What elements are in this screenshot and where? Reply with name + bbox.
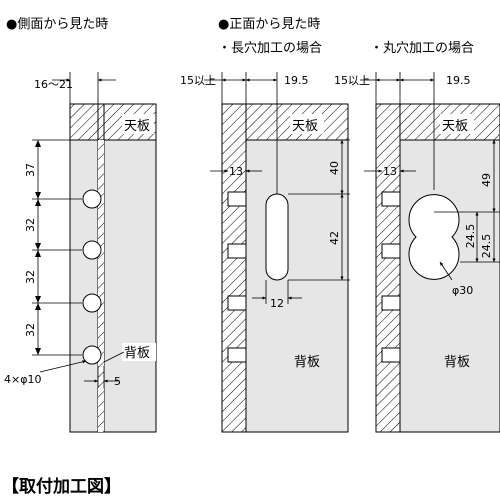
round-dim-49: 49 — [480, 173, 493, 187]
side-dim-top: 16〜21 — [34, 78, 73, 91]
side-dim-37: 37 — [24, 163, 37, 177]
round-dim-right: 19.5 — [446, 74, 471, 87]
long-wall-holes — [227, 191, 247, 363]
round-dim-phi: φ30 — [452, 284, 473, 297]
round-back-board-label: 背板 — [444, 355, 470, 370]
long-slot — [265, 193, 289, 281]
long-dim-12: 12 — [270, 297, 284, 310]
figure-title: 【取付加工図】 — [2, 476, 121, 497]
round-top-board-label: 天板 — [442, 119, 468, 134]
side-dim-32-c: 32 — [24, 323, 37, 337]
side-hole-spec: 4×φ10 — [4, 373, 41, 386]
side-dim-32-b: 32 — [24, 270, 37, 284]
round-dim-13: 13 — [383, 165, 397, 178]
round-dim-left: 15以上 — [334, 74, 370, 87]
long-back-board-label: 背板 — [294, 355, 320, 370]
long-dim-left: 15以上 — [180, 74, 216, 87]
round-dim-24-5-a: 24.5 — [464, 224, 477, 249]
front-view-heading: ●正面から見た時 — [218, 17, 320, 32]
side-view-heading: ●側面から見た時 — [6, 17, 108, 32]
round-dim-24-5-b: 24.5 — [480, 234, 493, 259]
side-back-board-strip — [97, 104, 105, 432]
side-hole-4 — [82, 345, 102, 365]
side-top-board-label: 天板 — [124, 119, 150, 134]
long-side-wall — [221, 103, 247, 433]
long-top-board-label-bg — [290, 114, 324, 134]
round-hole-drawing: 天板 15以上 19.5 13 49 24.5 24.5 — [334, 72, 500, 433]
long-hole-heading: ・長穴加工の場合 — [218, 41, 322, 56]
side-top-board-label-bg — [122, 114, 154, 134]
side-offset-dim: 5 — [114, 375, 121, 388]
side-view-drawing: 天板 16〜21 37 32 32 32 — [4, 72, 157, 433]
side-panel — [69, 103, 157, 433]
round-top-board-label-bg — [440, 114, 474, 134]
side-hole-3 — [82, 293, 102, 313]
long-dim-right: 19.5 — [284, 74, 309, 87]
long-dim-40: 40 — [328, 161, 341, 175]
side-back-board-label-bg — [122, 343, 156, 361]
long-top-board-label: 天板 — [292, 119, 318, 134]
round-wall-holes — [381, 191, 401, 363]
round-double-hole — [408, 194, 460, 280]
long-hole-drawing: 天板 15以上 19.5 13 40 42 — [180, 72, 350, 433]
side-hole-1 — [82, 189, 102, 209]
side-dim-32-a: 32 — [24, 218, 37, 232]
side-hole-2 — [82, 240, 102, 260]
long-dim-13: 13 — [229, 165, 243, 178]
round-side-wall — [375, 103, 401, 433]
side-back-board-label: 背板 — [124, 346, 150, 361]
round-hole-heading: ・丸穴加工の場合 — [370, 41, 474, 56]
long-dim-42: 42 — [328, 231, 341, 245]
